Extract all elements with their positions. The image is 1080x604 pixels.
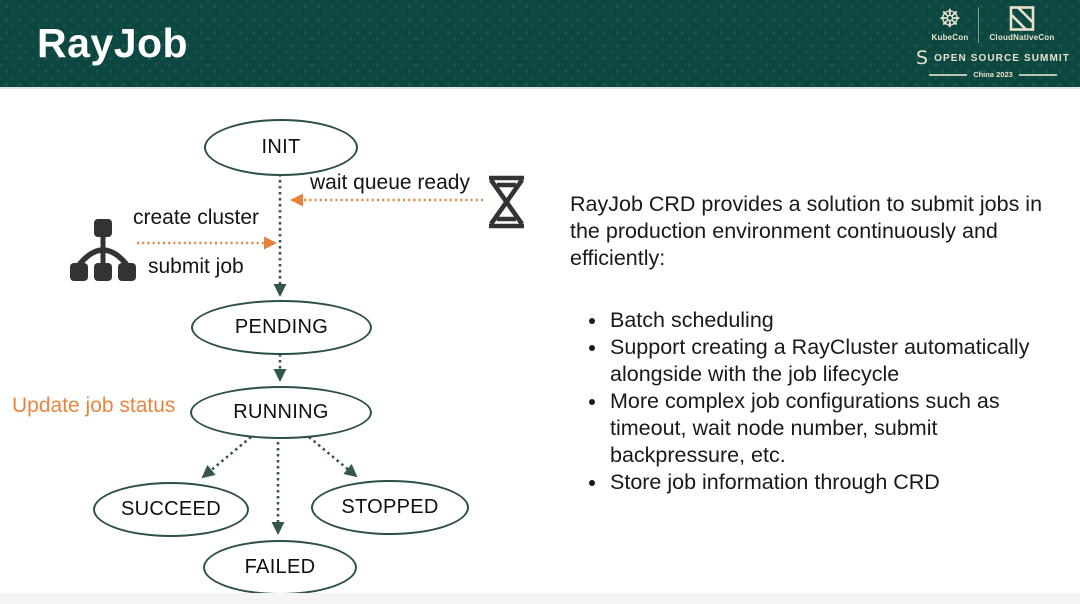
cluster-icon <box>70 219 136 281</box>
annotation-update-job-status: Update job status <box>12 394 176 417</box>
right-panel: RayJob CRD provides a solution to submit… <box>570 191 1064 496</box>
kubecon-logo: ☸ KubeCon <box>932 5 969 42</box>
slide-title: RayJob <box>37 20 189 66</box>
state-node-pending: PENDING <box>191 300 372 355</box>
event-line-left <box>929 73 968 76</box>
intro-paragraph: RayJob CRD provides a solution to submit… <box>570 192 1043 270</box>
state-node-succeed: SUCCEED <box>93 482 249 537</box>
state-node-running: RUNNING <box>190 386 372 439</box>
cncf-icon <box>1009 6 1035 31</box>
node-label: FAILED <box>244 556 316 578</box>
logo-row: ☸ KubeCon CloudNativeCon <box>918 5 1068 43</box>
summit-row: S OPEN SOURCE SUMMIT <box>916 47 1070 69</box>
node-label: SUCCEED <box>121 498 221 520</box>
kubecon-label: KubeCon <box>931 33 969 42</box>
cloudnativecon-label: CloudNativeCon <box>989 33 1055 42</box>
feature-item: More complex job configurations such as … <box>608 388 1064 469</box>
node-label: STOPPED <box>341 496 439 518</box>
annotation-wait-queue-ready: wait queue ready <box>310 171 470 194</box>
event-label: China 2023 <box>973 70 1013 79</box>
footer-strip <box>0 593 1080 604</box>
state-node-stopped: STOPPED <box>311 480 469 535</box>
annotation-submit-job: submit job <box>148 255 244 278</box>
logo-divider <box>978 7 980 43</box>
kubernetes-wheel-icon: ☸ <box>938 4 962 33</box>
cloudnativecon-logo: CloudNativeCon <box>989 5 1054 42</box>
conference-logo-lockup: ☸ KubeCon CloudNativeCon S OPEN SOURCE S… <box>916 5 1070 79</box>
feature-item: Batch scheduling <box>608 307 1064 334</box>
node-label: INIT <box>261 136 301 158</box>
node-label: PENDING <box>234 316 329 338</box>
feature-item: Support creating a RayCluster automatica… <box>608 334 1064 388</box>
event-row: China 2023 <box>918 70 1068 79</box>
event-line-right <box>1018 73 1057 76</box>
feature-item: Store job information through CRD <box>608 469 1064 496</box>
hourglass-icon <box>489 175 524 229</box>
annotation-create-cluster: create cluster <box>133 206 260 229</box>
state-node-init: INIT <box>204 119 358 176</box>
node-label: RUNNING <box>233 401 329 423</box>
open-source-summit-icon: S <box>916 47 929 69</box>
summit-label: OPEN SOURCE SUMMIT <box>934 52 1070 64</box>
state-node-failed: FAILED <box>203 540 357 595</box>
header-bar: RayJob ☸ KubeCon CloudNativeCon <box>0 0 1080 89</box>
feature-list: Batch scheduling Support creating a RayC… <box>570 307 1064 496</box>
